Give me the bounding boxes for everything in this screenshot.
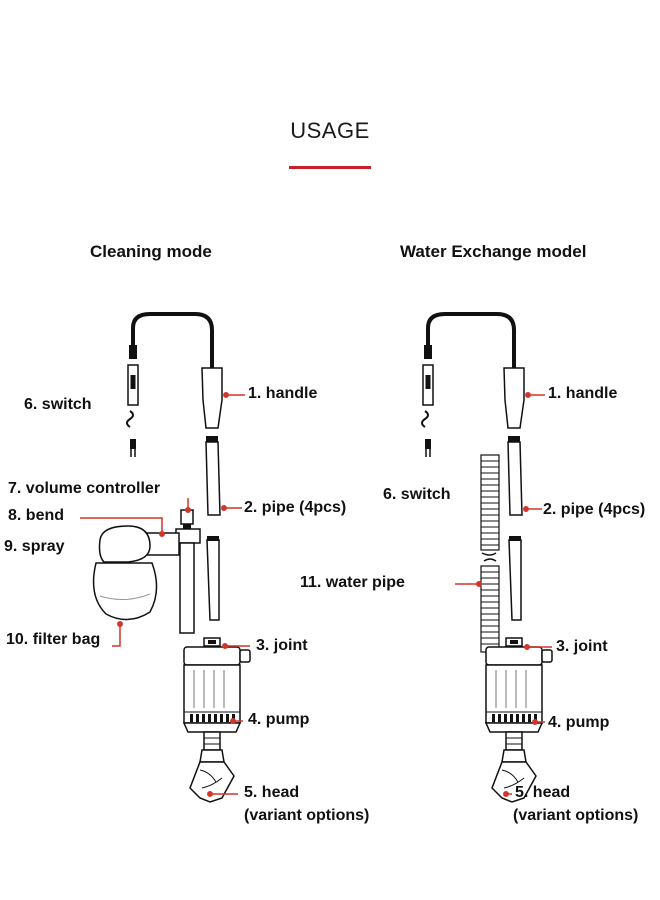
water-exchange-title: Water Exchange model (400, 242, 587, 261)
label-head-note-left: (variant options) (244, 807, 370, 824)
label-filter-bag: 10. filter bag (6, 631, 101, 648)
label-pump-left: 4. pump (248, 711, 310, 728)
label-pump-right: 4. pump (548, 714, 610, 731)
title-underline (289, 166, 371, 169)
label-pipe-right: 2. pipe (4pcs) (543, 501, 646, 518)
label-switch-left: 6. switch (24, 396, 92, 413)
leader-lines-exchange (455, 392, 552, 797)
label-head-right: 5. head (515, 784, 571, 801)
label-water-pipe: 11. water pipe (300, 574, 405, 591)
label-volume-controller: 7. volume controller (8, 480, 161, 497)
label-bend: 8. bend (8, 507, 65, 524)
label-handle-left: 1. handle (248, 385, 318, 402)
cleaning-mode-title: Cleaning mode (90, 242, 212, 261)
label-spray: 9. spray (4, 538, 65, 555)
label-handle-right: 1. handle (548, 385, 618, 402)
label-head-left: 5. head (244, 784, 300, 801)
label-switch-right: 6. switch (383, 486, 451, 503)
label-joint-right: 3. joint (556, 638, 608, 655)
leader-lines-cleaning (80, 392, 250, 797)
page-title: USAGE (290, 118, 370, 143)
label-joint-left: 3. joint (256, 637, 308, 654)
water-exchange-illustration (421, 312, 553, 803)
cleaning-mode-illustration (92, 312, 251, 803)
label-head-note-right: (variant options) (513, 807, 639, 824)
label-pipe-left: 2. pipe (4pcs) (244, 499, 347, 516)
